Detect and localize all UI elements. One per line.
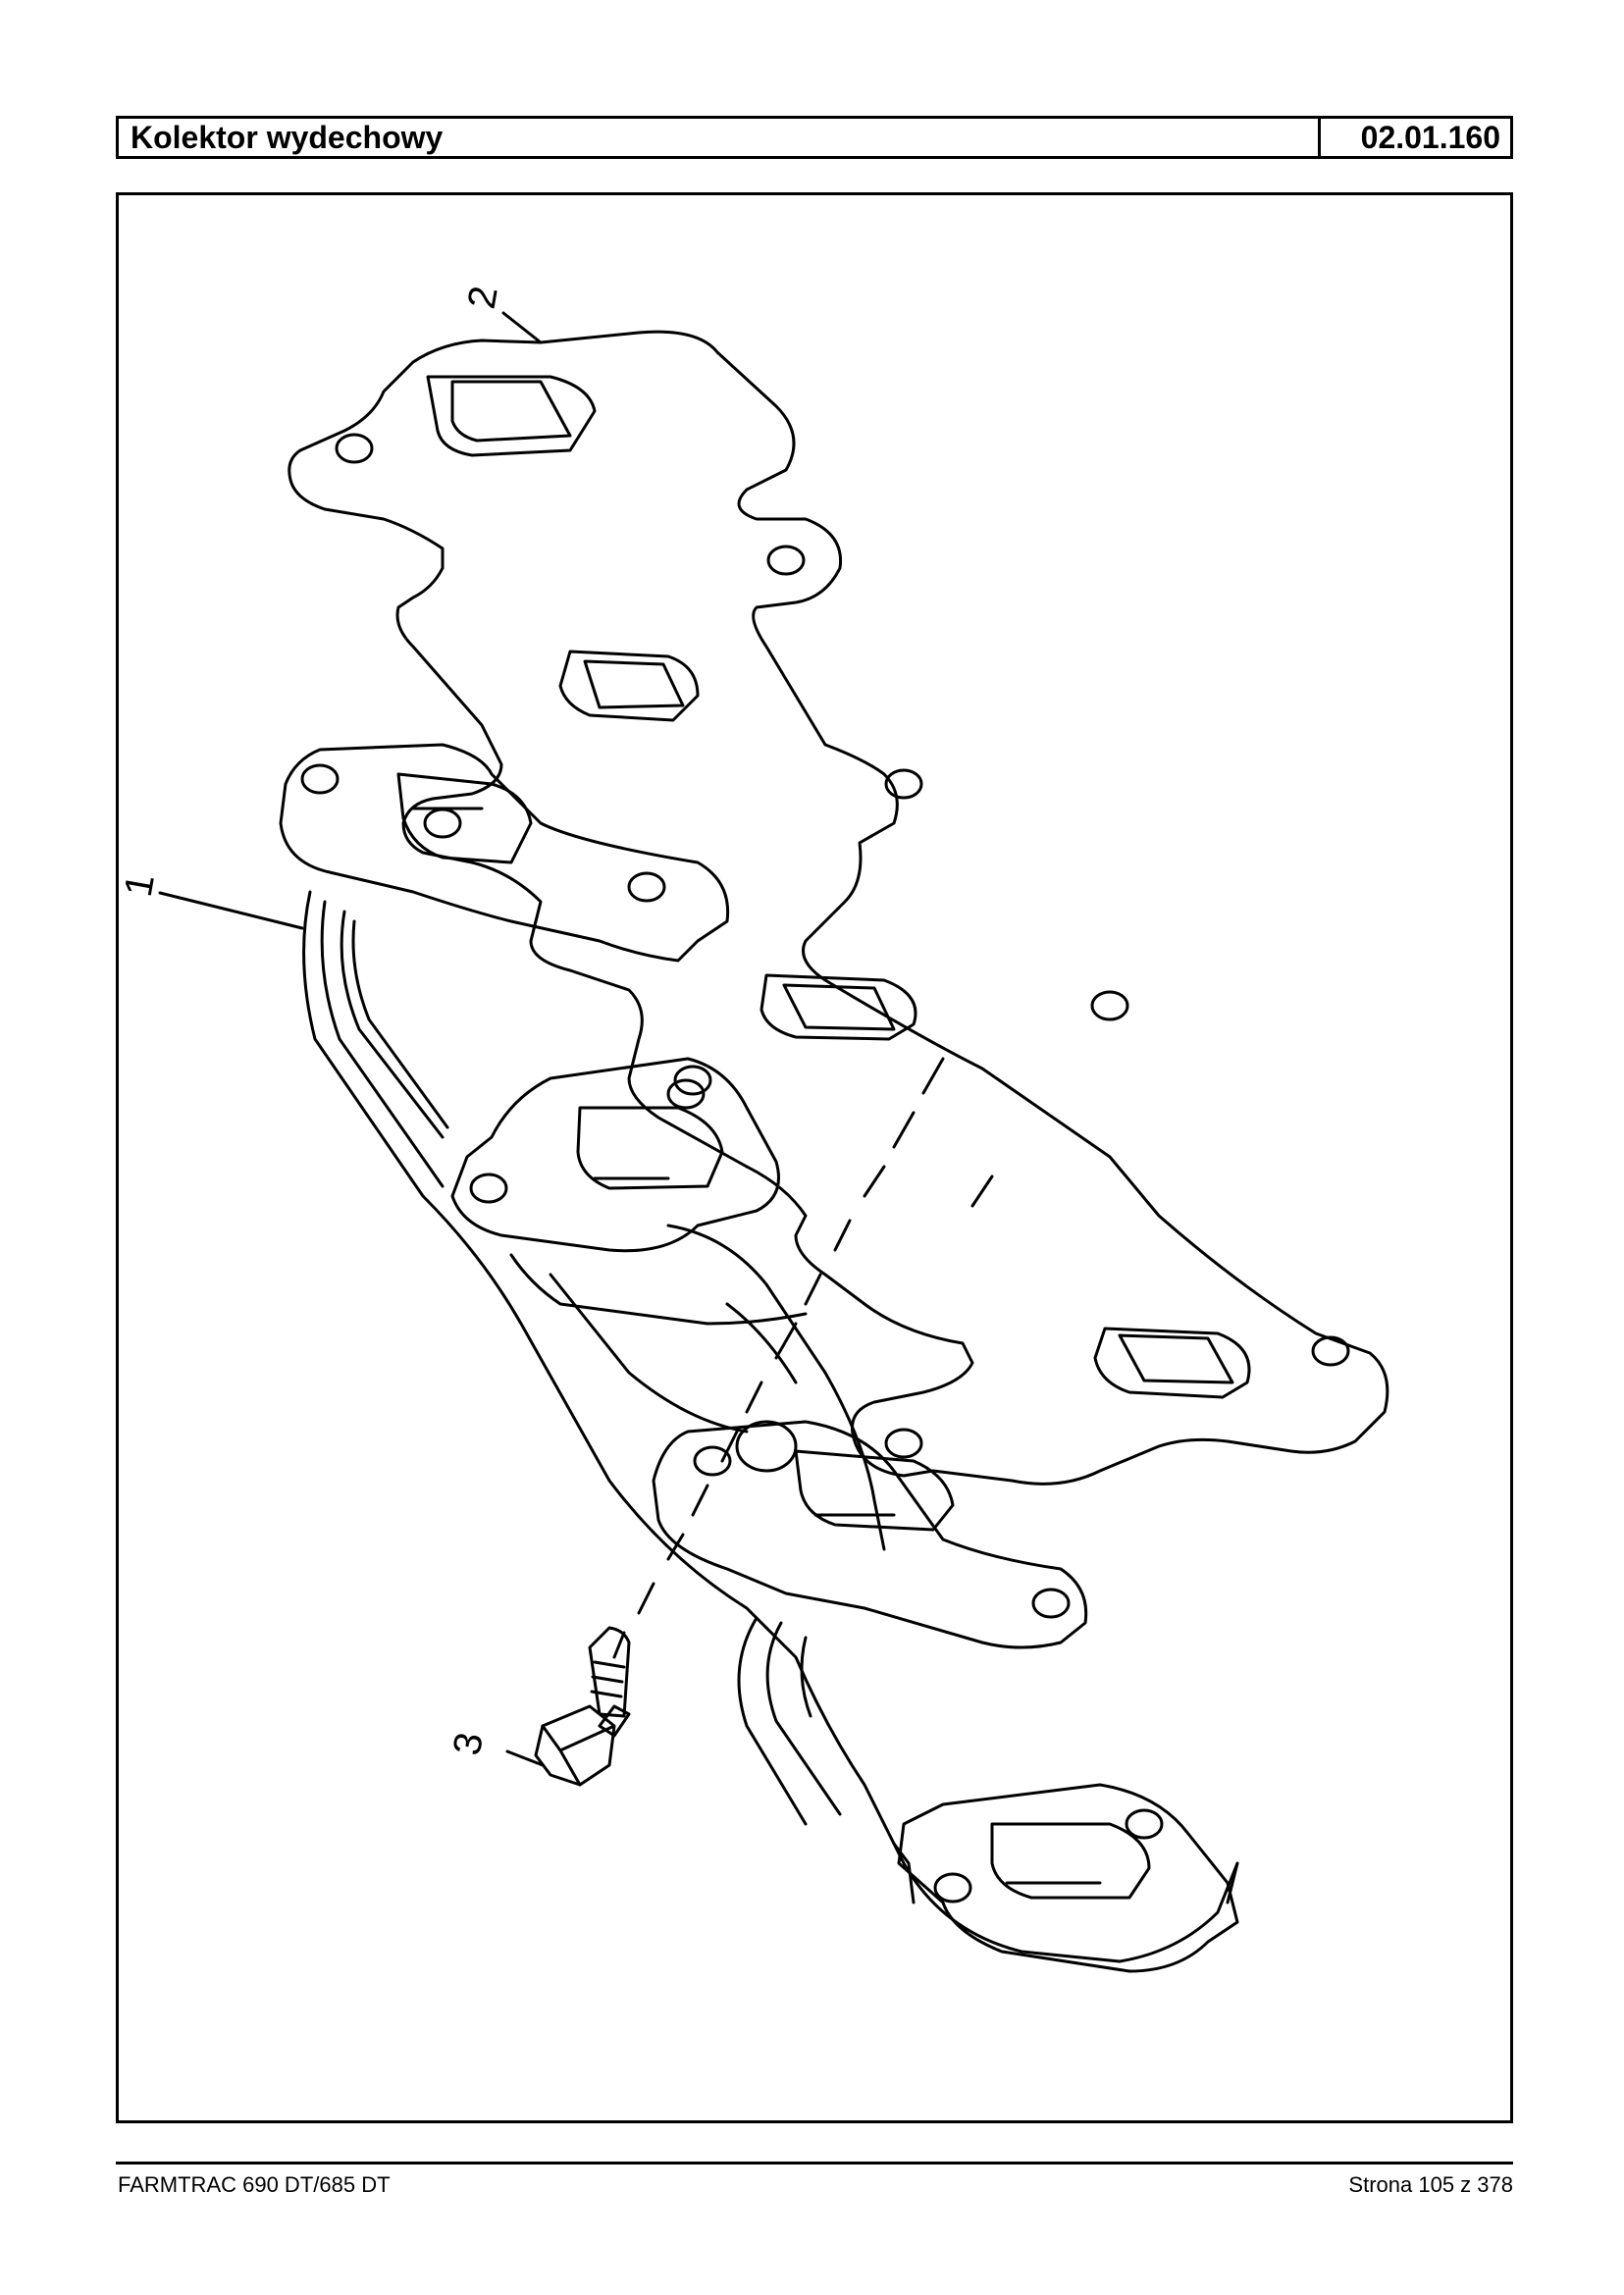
callout-2: 2 bbox=[460, 283, 506, 312]
footer-page-number: Strona 105 z 378 bbox=[1348, 2172, 1513, 2197]
page-title: Kolektor wydechowy bbox=[131, 120, 444, 155]
manifold-body-drawing bbox=[279, 743, 1239, 1973]
callout-1: 1 bbox=[119, 871, 163, 901]
page-header: Kolektor wydechowy 02.01.160 bbox=[116, 116, 1513, 159]
gasket-drawing bbox=[288, 330, 1389, 1486]
leader-line-3 bbox=[505, 1749, 545, 1767]
callout-3: 3 bbox=[445, 1730, 492, 1759]
footer-divider bbox=[116, 2162, 1513, 2165]
footer-model: FARMTRAC 690 DT/685 DT bbox=[118, 2172, 391, 2197]
manifold-drawing: 2 1 3 bbox=[119, 283, 1389, 1973]
exploded-view-figure: 2 1 3 bbox=[116, 192, 1513, 2123]
assembly-axis-line bbox=[612, 1057, 994, 1659]
leader-line-2 bbox=[501, 311, 543, 344]
bolt-drawing bbox=[534, 1626, 631, 1787]
leader-line-1 bbox=[158, 891, 304, 930]
section-code: 02.01.160 bbox=[1318, 119, 1510, 156]
